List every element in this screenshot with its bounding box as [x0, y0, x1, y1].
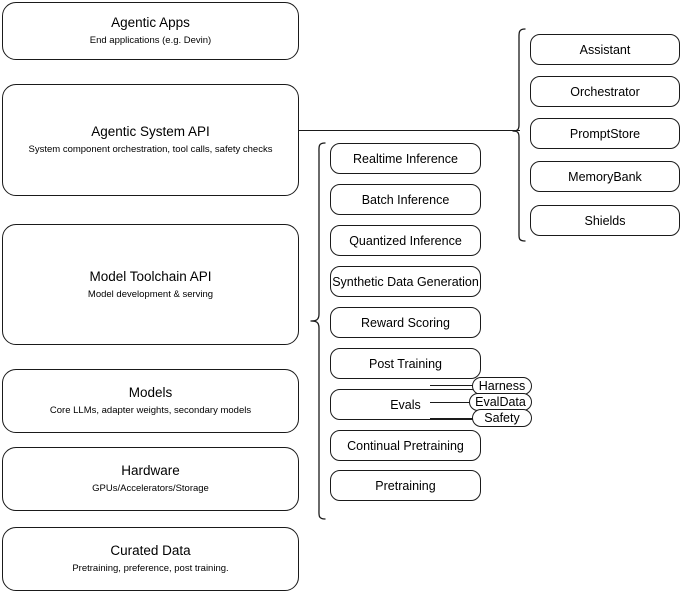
toolchain-box-reward-scoring[interactable]: Reward Scoring	[330, 307, 481, 338]
toolchain-box-continual-pretraining[interactable]: Continual Pretraining	[330, 430, 481, 461]
evals-tag-label: Safety	[484, 411, 520, 425]
evals-tag-label: EvalData	[475, 395, 526, 409]
layer-title: Agentic System API	[91, 124, 210, 139]
toolchain-label: Evals	[390, 397, 421, 412]
toolchain-box-realtime-inference[interactable]: Realtime Inference	[330, 143, 481, 174]
component-box-orchestrator[interactable]: Orchestrator	[530, 76, 680, 107]
layer-title: Agentic Apps	[111, 15, 190, 30]
toolchain-label: Realtime Inference	[353, 151, 458, 166]
component-box-memorybank[interactable]: MemoryBank	[530, 161, 680, 192]
evals-tag-label: Harness	[478, 379, 526, 393]
component-label: MemoryBank	[568, 169, 642, 184]
component-box-assistant[interactable]: Assistant	[530, 34, 680, 65]
toolchain-label: Synthetic Data Generation	[332, 274, 479, 289]
evals-tag-harness[interactable]: Harness	[472, 377, 532, 395]
toolchain-box-evals[interactable]: Evals	[330, 389, 481, 420]
layer-title: Model Toolchain API	[89, 268, 212, 284]
toolchain-label: Batch Inference	[361, 192, 450, 207]
evals-tag-evaldata[interactable]: EvalData	[469, 393, 532, 411]
toolchain-box-synthetic-data-generation[interactable]: Synthetic Data Generation	[330, 266, 481, 297]
toolchain-box-quantized-inference[interactable]: Quantized Inference	[330, 225, 481, 256]
connector-evals-to-harness	[430, 385, 482, 387]
toolchain-box-batch-inference[interactable]: Batch Inference	[330, 184, 481, 215]
connector-evals-to-evaldata	[430, 402, 478, 404]
layer-subtitle: Core LLMs, adapter weights, secondary mo…	[49, 405, 252, 416]
layer-title: Hardware	[121, 463, 180, 478]
brace-model-toolchain-components	[310, 142, 326, 520]
component-label: PromptStore	[569, 126, 641, 141]
layer-subtitle: End applications (e.g. Devin)	[89, 35, 212, 46]
toolchain-box-post-training[interactable]: Post Training	[330, 348, 481, 379]
layer-box-model-toolchain-api[interactable]: Model Toolchain API Model development & …	[2, 224, 299, 345]
layer-subtitle: System component orchestration, tool cal…	[28, 144, 273, 155]
connector-evals-to-safety	[430, 418, 482, 420]
toolchain-box-pretraining[interactable]: Pretraining	[330, 470, 481, 501]
layer-title: Curated Data	[110, 543, 191, 558]
toolchain-label: Post Training	[369, 356, 442, 371]
toolchain-label: Reward Scoring	[361, 315, 450, 330]
component-label: Assistant	[579, 42, 631, 57]
layer-subtitle: GPUs/Accelerators/Storage	[92, 483, 209, 494]
toolchain-label: Quantized Inference	[349, 233, 462, 248]
component-box-shields[interactable]: Shields	[530, 205, 680, 236]
layer-box-curated-data[interactable]: Curated Data Pretraining, preference, po…	[2, 527, 299, 591]
toolchain-label: Continual Pretraining	[347, 438, 464, 453]
component-box-promptstore[interactable]: PromptStore	[530, 118, 680, 149]
brace-agentic-system-components	[512, 28, 526, 242]
layer-subtitle: Pretraining, preference, post training.	[72, 563, 229, 574]
connector-agentic-system-api-to-components	[299, 130, 520, 132]
layer-subtitle: Model development & serving	[87, 288, 214, 300]
evals-tag-safety[interactable]: Safety	[472, 409, 532, 427]
component-label: Orchestrator	[570, 84, 640, 99]
layer-box-agentic-apps[interactable]: Agentic Apps End applications (e.g. Devi…	[2, 2, 299, 60]
layer-box-agentic-system-api[interactable]: Agentic System API System component orch…	[2, 84, 299, 196]
component-label: Shields	[584, 213, 626, 228]
toolchain-label: Pretraining	[375, 478, 436, 493]
layer-box-hardware[interactable]: Hardware GPUs/Accelerators/Storage	[2, 447, 299, 511]
layer-box-models[interactable]: Models Core LLMs, adapter weights, secon…	[2, 369, 299, 433]
layer-title: Models	[128, 385, 173, 400]
